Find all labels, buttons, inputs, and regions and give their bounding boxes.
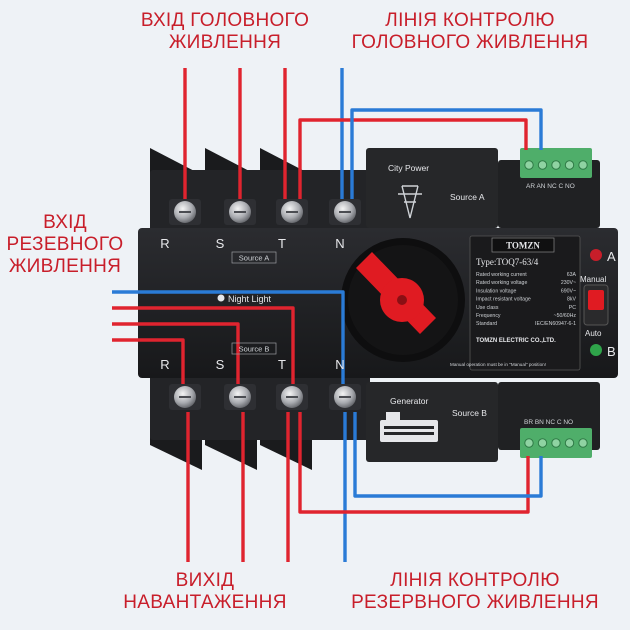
caption-line: ГОЛОВНОГО ЖИВЛЕННЯ (351, 32, 589, 53)
terminal-labels-bottom: BR BN NC C NO (524, 419, 573, 426)
control-terminal-screw[interactable] (551, 160, 561, 170)
night-light-label: Night Light (228, 294, 272, 304)
caption-line: ЛІНІЯ КОНТРОЛЮ (385, 10, 555, 31)
terminal-screw[interactable] (329, 384, 361, 410)
spec-value: PC (569, 305, 576, 311)
spec-label: Frequency (476, 313, 501, 319)
caption-line: ВХІД ГОЛОВНОГО (140, 10, 310, 31)
wire-control-a-phase (298, 118, 528, 212)
caption-line: НАВАНТАЖЕННЯ (123, 592, 287, 613)
caption-backup-control: ЛІНІЯ КОНТРОЛЮ РЕЗЕРВНОГО ЖИВЛЕННЯ (330, 570, 620, 614)
company-label: TOMZN ELECTRIC CO.,LTD. (476, 338, 556, 344)
caption-line: ВИХІД (175, 570, 235, 591)
city-power-label: City Power (388, 163, 429, 173)
control-terminal-screw[interactable] (524, 160, 534, 170)
terminal-screw[interactable] (224, 384, 256, 410)
indicator-b-label: B (607, 344, 616, 359)
source-a-tag-box (231, 251, 277, 264)
phase-label-bottom: T (278, 357, 286, 372)
top-terminal-housing (150, 170, 370, 232)
control-terminal-screw[interactable] (564, 438, 575, 448)
phase-label-top: S (216, 236, 225, 251)
spec-value: 690V~ (561, 288, 576, 294)
spec-label: Impact resistant voltage (476, 297, 531, 303)
caption-line: РЕЗЕВНОГО (6, 234, 124, 255)
spec-label: Rated working current (476, 272, 527, 278)
phase-label-top: N (335, 236, 344, 251)
spec-label: Use class (476, 305, 499, 311)
wire-backup-n (112, 290, 345, 392)
rotary-handle[interactable] (341, 238, 465, 362)
indicator-b-led (590, 344, 602, 356)
label-plate (469, 235, 581, 371)
caption-line: ВХІД (43, 212, 87, 233)
phase-label-top: T (278, 236, 286, 251)
caption-line: ЖИВЛЕННЯ (168, 32, 282, 53)
terminal-screw[interactable] (169, 384, 201, 410)
control-terminal-screw[interactable] (551, 438, 561, 448)
source-a-label: Source A (450, 192, 485, 202)
note-label: Manual operation must be in "Manual" pos… (450, 362, 546, 367)
terminal-screw[interactable] (329, 199, 361, 225)
auto-label: Auto (585, 329, 602, 338)
generator-icon (380, 412, 438, 442)
control-terminal-screw[interactable] (564, 160, 575, 170)
control-terminal-screw[interactable] (524, 438, 534, 448)
source-a-module (366, 148, 498, 228)
brand-label: TOMZN (506, 241, 540, 251)
wire-backup-t (112, 306, 295, 392)
control-terminal-screw[interactable] (578, 160, 588, 170)
control-terminal-screw[interactable] (537, 438, 548, 448)
spec-label: Rated working voltage (476, 280, 527, 286)
brand-box (491, 237, 555, 253)
switch-lever[interactable] (588, 290, 604, 310)
spec-label: Standard (476, 321, 497, 327)
caption-line: РЕЗЕРВНОГО ЖИВЛЕННЯ (351, 592, 599, 613)
wire-control-a-neutral (350, 108, 543, 212)
terminal-screw[interactable] (276, 199, 308, 225)
bottom-terminal-housing (150, 372, 370, 440)
source-b-tag: Source B (239, 345, 270, 354)
phase-label-bottom: S (216, 357, 225, 372)
caption-backup-input: ВХІД РЕЗЕВНОГО ЖИВЛЕННЯ (0, 212, 130, 278)
terminal-screw[interactable] (169, 199, 201, 225)
indicator-a-led (590, 249, 602, 261)
caption-load-output: ВИХІД НАВАНТАЖЕННЯ (100, 570, 310, 614)
caption-main-input: ВХІД ГОЛОВНОГО ЖИВЛЕННЯ (125, 10, 325, 54)
spec-value: 8kV (567, 297, 576, 303)
terminal-screw[interactable] (224, 199, 256, 225)
spec-value: ~50/60Hz (554, 313, 577, 319)
source-b-tag-box (231, 342, 277, 355)
source-b-label: Source B (452, 408, 487, 418)
phase-label-bottom: R (160, 357, 169, 372)
control-terminal-screw[interactable] (578, 438, 588, 448)
spec-value: 63A (567, 272, 577, 278)
caption-main-control: ЛІНІЯ КОНТРОЛЮ ГОЛОВНОГО ЖИВЛЕННЯ (330, 10, 610, 54)
wire-backup-s (112, 322, 240, 392)
phase-label-top: R (160, 236, 169, 251)
phase-label-bottom: N (335, 357, 344, 372)
caption-line: ЛІНІЯ КОНТРОЛЮ (390, 570, 560, 591)
manual-label: Manual (580, 275, 606, 284)
wire-control-b-phase (298, 412, 530, 514)
caption-line: ЖИВЛЕННЯ (8, 256, 122, 277)
wire-control-b-neutral (353, 412, 543, 498)
source-a-tag: Source A (239, 254, 269, 263)
power-pylon-icon (398, 185, 422, 219)
indicator-a-label: A (607, 249, 616, 264)
type-label: Type:TOQ7-63/4 (476, 257, 539, 267)
control-terminal-screw[interactable] (537, 160, 548, 170)
terminal-screw[interactable] (276, 384, 308, 410)
wire-backup-r (112, 338, 185, 392)
spec-value: IEC/EN60947-6-1 (535, 321, 576, 327)
terminal-labels-top: AR AN NC C NO (526, 183, 575, 190)
generator-label: Generator (390, 396, 428, 406)
spec-label: Insulation voltage (476, 288, 516, 294)
night-light-icon (217, 294, 225, 302)
spec-value: 230V~ (561, 280, 576, 286)
